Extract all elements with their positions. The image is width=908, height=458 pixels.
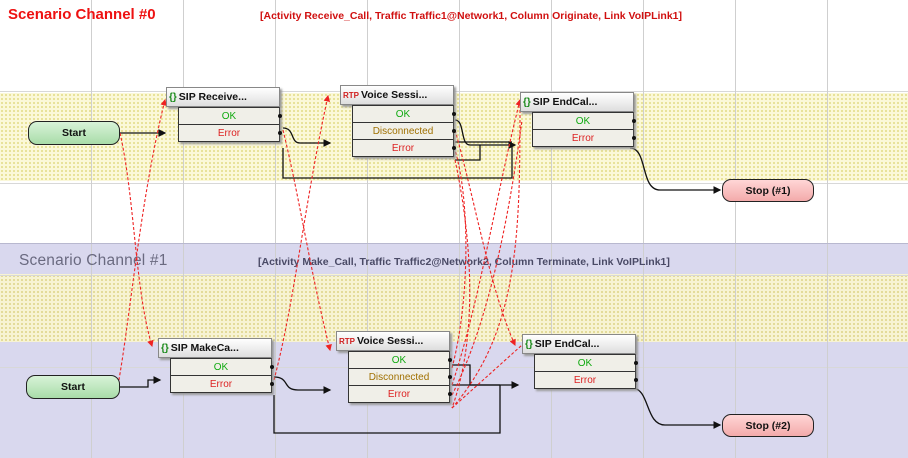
activity-title: Voice Sessi... [361, 89, 428, 101]
port-ok[interactable]: OK [533, 112, 636, 130]
sync-link [119, 132, 154, 348]
start-node[interactable]: Start [28, 121, 120, 145]
port-ok[interactable]: OK [179, 107, 282, 125]
sync-link [451, 344, 523, 409]
sip-icon: {} [169, 91, 177, 103]
port-ok[interactable]: OK [171, 358, 274, 376]
port-error[interactable]: Error [535, 372, 638, 389]
flow-link [454, 119, 517, 149]
channel-0-subtitle: [Activity Receive_Call, Traffic Traffic1… [260, 10, 682, 22]
sync-link [451, 159, 471, 409]
activity-sip-endcall[interactable]: {}SIP EndCal... OK Error [522, 334, 638, 389]
port-ok[interactable]: OK [349, 351, 452, 369]
activity-title: SIP Receive... [178, 91, 247, 103]
port-error[interactable]: Error [349, 386, 452, 403]
start-label: Start [62, 127, 86, 139]
activity-title: Voice Sessi... [357, 335, 424, 347]
channel-separator [0, 243, 908, 244]
port-ok[interactable]: OK [353, 105, 456, 123]
activity-title: SIP MakeCa... [170, 342, 239, 354]
channel-0-title: Scenario Channel #0 [8, 6, 156, 23]
port-error[interactable]: Error [179, 125, 282, 142]
flow-link [282, 143, 513, 179]
sip-icon: {} [161, 342, 169, 354]
sip-icon: {} [525, 338, 533, 350]
flow-link [282, 127, 332, 147]
port-ok[interactable]: OK [535, 354, 638, 372]
sync-link [282, 129, 332, 352]
flow-link [631, 387, 722, 429]
start-label: Start [61, 381, 85, 393]
flow-link [273, 385, 501, 434]
start-node[interactable]: Start [26, 375, 120, 399]
sync-link [451, 98, 522, 386]
flow-link [629, 147, 722, 194]
activity-title: SIP EndCal... [532, 96, 598, 108]
sync-link [117, 98, 167, 386]
sync-link [273, 94, 331, 381]
flow-link [455, 145, 481, 161]
channel-1-title: Scenario Channel #1 [19, 252, 168, 269]
stop-node[interactable]: Stop (#1) [722, 179, 814, 202]
stop-label: Stop (#2) [745, 419, 791, 432]
port-disconnected[interactable]: Disconnected [349, 369, 452, 386]
stop-label: Stop (#1) [745, 184, 791, 197]
sync-link [454, 129, 516, 347]
port-error[interactable]: Error [353, 140, 456, 157]
port-error[interactable]: Error [533, 130, 636, 147]
activity-sip-receive[interactable]: {}SIP Receive... OK Error [166, 87, 282, 142]
port-disconnected[interactable]: Disconnected [353, 123, 456, 140]
sip-icon: {} [523, 96, 531, 108]
port-error[interactable]: Error [171, 376, 274, 393]
sync-link [451, 149, 467, 369]
flow-link [273, 376, 332, 394]
stop-node[interactable]: Stop (#2) [722, 414, 814, 437]
rtp-icon: RTP [339, 336, 355, 346]
activity-sip-endcall[interactable]: {}SIP EndCal... OK Error [520, 92, 636, 147]
flow-link [120, 376, 162, 388]
activity-sip-makecall[interactable]: {}SIP MakeCa... OK Error [158, 338, 274, 393]
activity-title: SIP EndCal... [534, 338, 600, 350]
channel-1-subtitle: [Activity Make_Call, Traffic Traffic2@Ne… [258, 256, 670, 268]
rtp-icon: RTP [343, 90, 359, 100]
